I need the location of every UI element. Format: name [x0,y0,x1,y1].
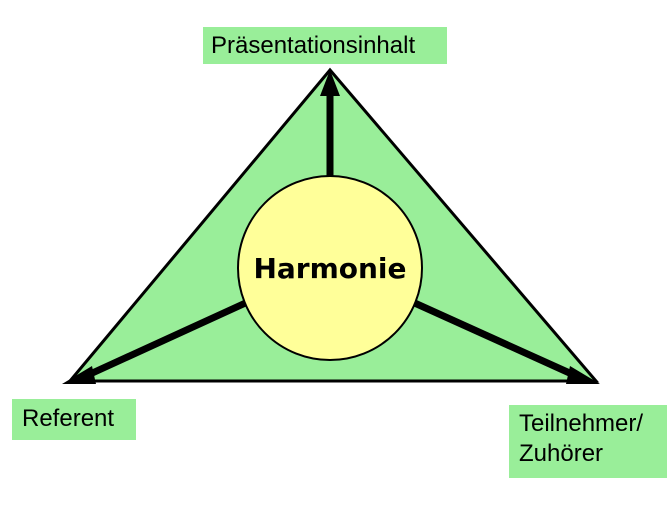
spoke-left [86,296,254,379]
label-participants-line-1: Teilnehmer/ [519,410,644,437]
arrowhead-top [320,70,340,96]
arrowhead-right [566,366,600,384]
label-participants-line-2: Zuhörer [519,440,604,467]
label-presenter-text: Referent [22,405,115,432]
label-presentation-content-text: Präsentationsinhalt [211,32,416,59]
spoke-right [406,296,576,379]
harmony-circle [237,175,423,361]
label-presentation-content: Präsentationsinhalt [203,27,447,64]
label-presenter: Referent [12,399,136,440]
center-label: Harmonie [253,252,406,285]
label-participants: Teilnehmer/ Zuhörer [509,405,667,478]
arrowhead-left [62,366,96,384]
